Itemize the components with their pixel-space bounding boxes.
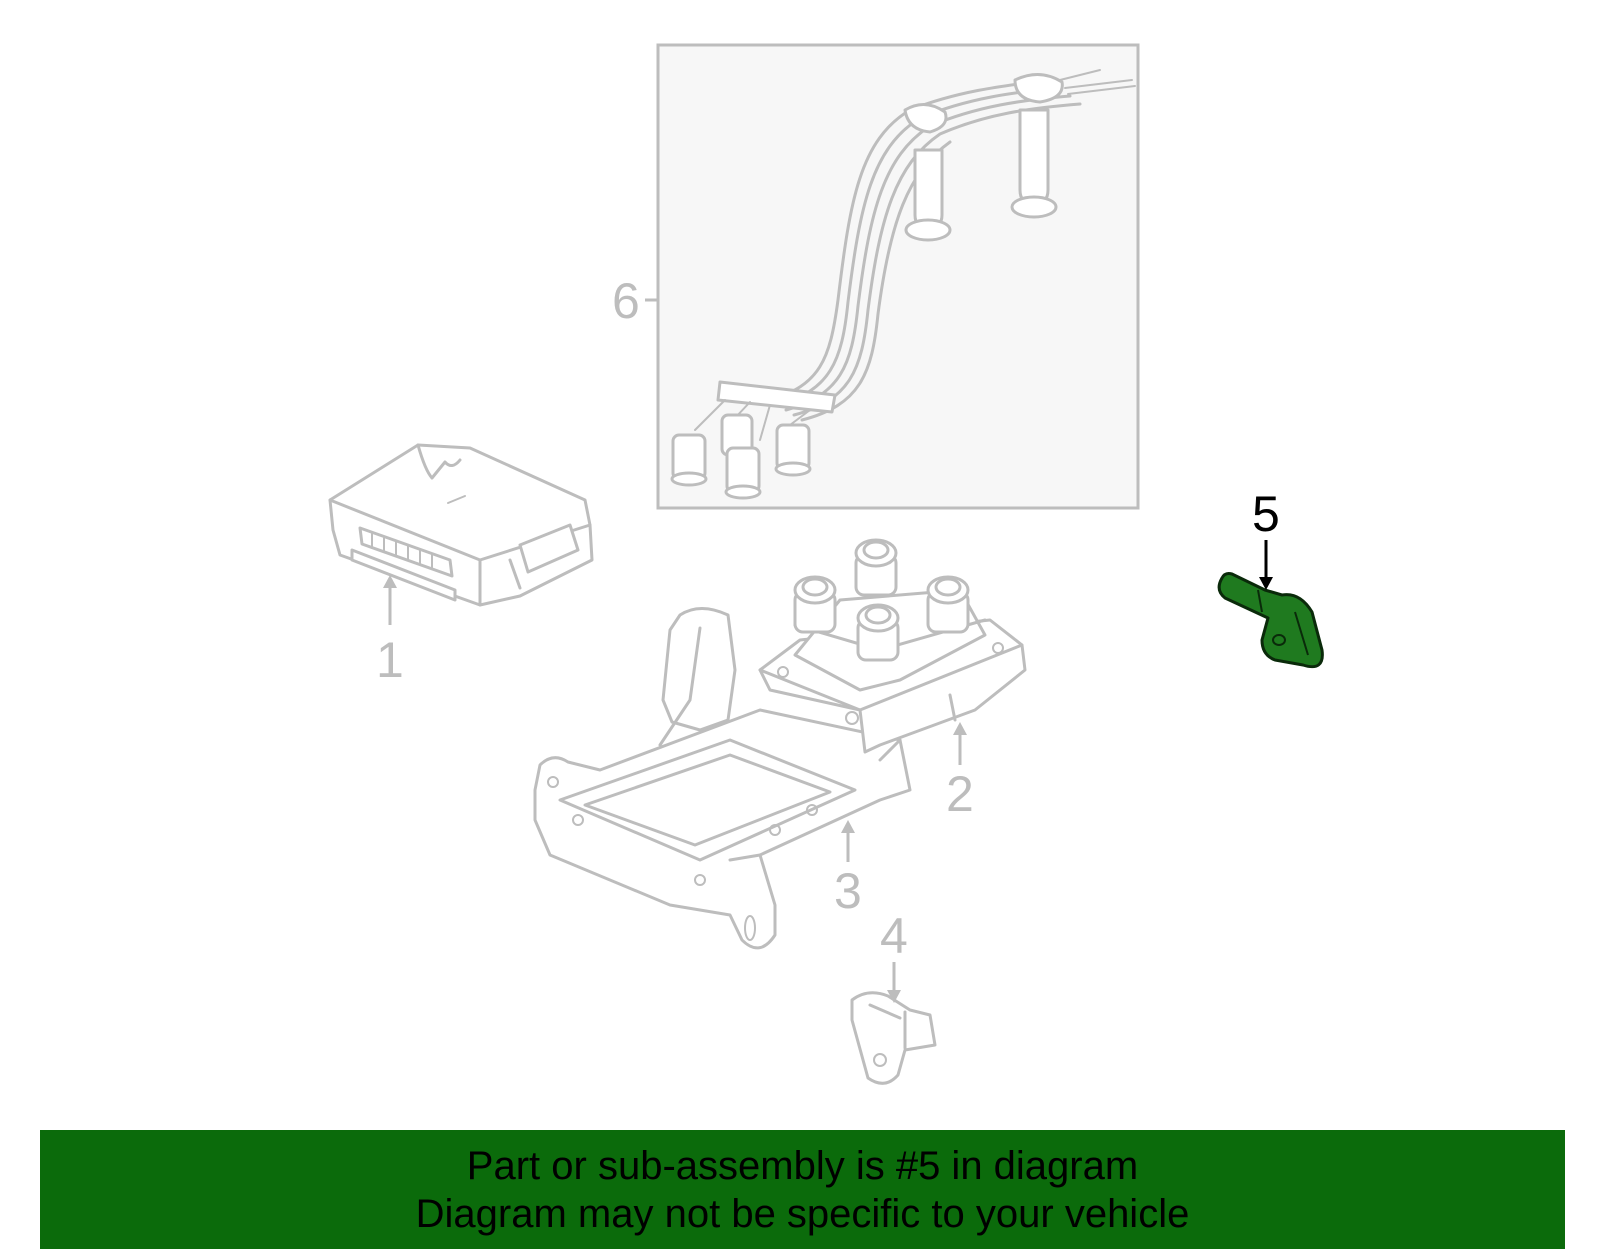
part-4-sensor[interactable] xyxy=(850,991,937,1085)
arrowhead-3 xyxy=(841,820,855,833)
banner-line-part-info: Part or sub-assembly is #5 in diagram xyxy=(466,1144,1139,1188)
callout-2[interactable]: 2 xyxy=(946,766,974,822)
part-1-control-module[interactable] xyxy=(328,443,594,607)
callout-1[interactable]: 1 xyxy=(376,632,404,688)
arrowhead-1 xyxy=(383,575,397,588)
arrowhead-2 xyxy=(953,722,967,735)
arrowhead-5 xyxy=(1259,577,1273,590)
part-3-bracket[interactable] xyxy=(533,607,912,950)
arrowhead-4 xyxy=(887,990,901,1003)
info-banner: Part or sub-assembly is #5 in diagram Di… xyxy=(40,1130,1565,1249)
callout-6[interactable]: 6 xyxy=(612,273,640,329)
part-5-sensor-highlighted[interactable] xyxy=(1217,572,1324,669)
callout-3[interactable]: 3 xyxy=(834,863,862,919)
part-2-ignition-coil[interactable] xyxy=(758,538,1027,754)
callout-5[interactable]: 5 xyxy=(1252,486,1280,542)
part-6-spark-plug-wires[interactable] xyxy=(656,43,1140,510)
callout-4[interactable]: 4 xyxy=(880,908,908,964)
banner-line-disclaimer: Diagram may not be specific to your vehi… xyxy=(415,1192,1190,1236)
